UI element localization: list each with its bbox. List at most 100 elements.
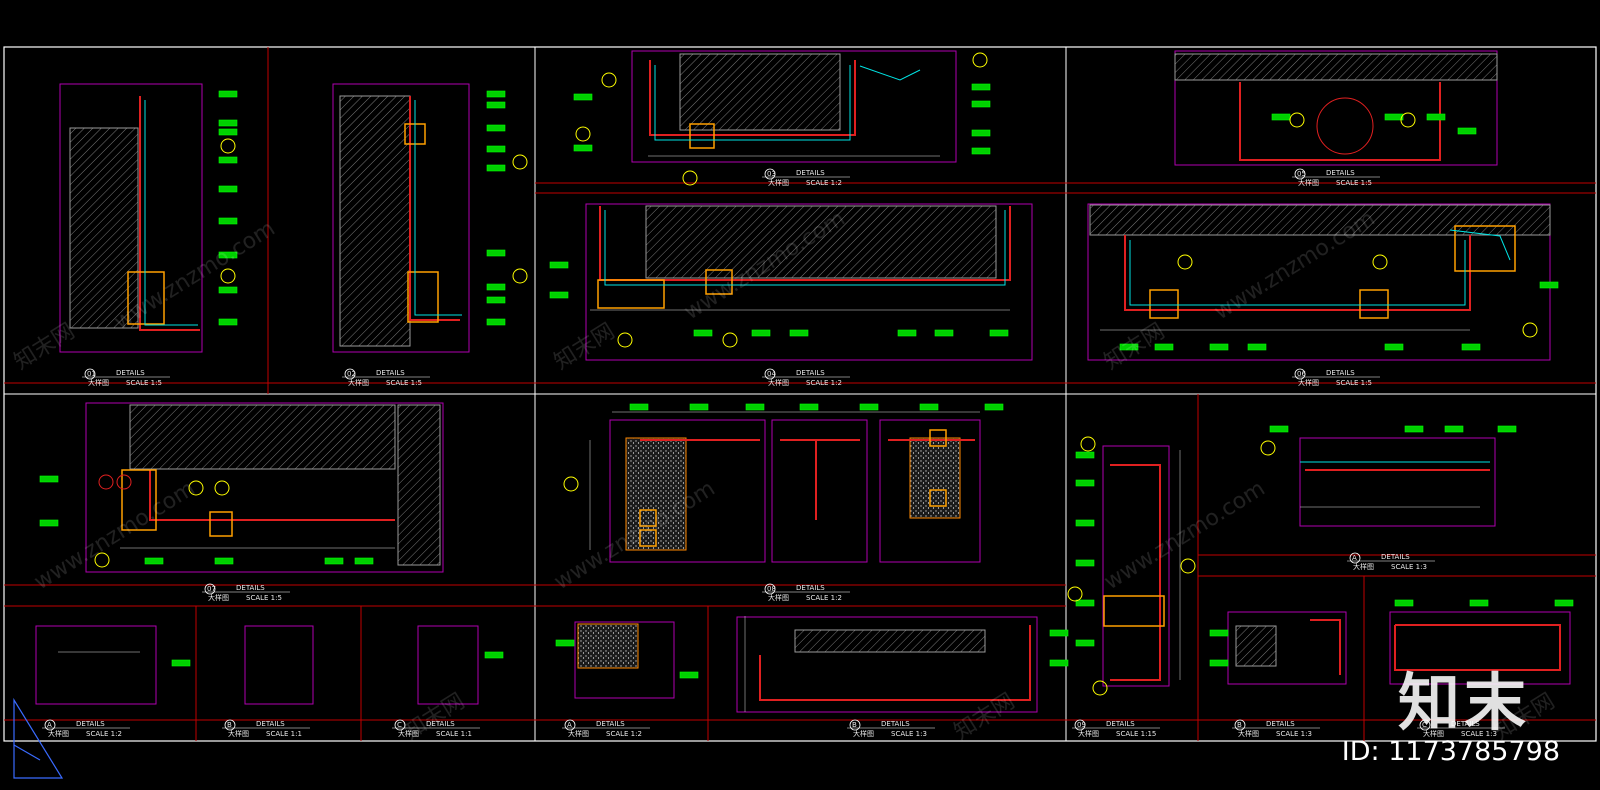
- feature-circles: [98, 97, 1374, 490]
- section-cyan: [144, 65, 1511, 463]
- section-hatching: [69, 53, 1551, 669]
- section-orange: [121, 123, 1516, 627]
- callout-symbols: [94, 52, 1538, 696]
- caption-scale: SCALE 1:5: [1336, 179, 1372, 187]
- dimension-lines: [58, 155, 1480, 712]
- watermark-cn: 知末网: [950, 689, 1019, 745]
- caption-marker: [1294, 168, 1306, 180]
- detail-frames: [35, 50, 1571, 713]
- caption-marker: [1349, 552, 1361, 564]
- caption-number: C: [397, 721, 402, 729]
- caption-scale: SCALE 1:15: [1116, 730, 1156, 738]
- asset-id-label: ID: 1173785798: [1341, 736, 1560, 767]
- caption-subtitle: 大样图: [768, 378, 789, 387]
- caption-number: 07: [207, 585, 216, 593]
- caption-number: A: [567, 721, 572, 729]
- caption-subtitle: 大样图: [348, 378, 369, 387]
- caption-subtitle: 大样图: [768, 593, 789, 602]
- caption-scale: SCALE 1:1: [436, 730, 472, 738]
- caption-marker: [764, 368, 776, 380]
- watermark: www.znzmo.com: [1100, 476, 1270, 595]
- caption-scale: SCALE 1:2: [806, 379, 842, 387]
- caption-title: DETAILS: [796, 369, 825, 377]
- caption-marker: [849, 719, 861, 731]
- section-profiles: [139, 60, 1561, 701]
- caption-number: B: [852, 721, 857, 729]
- caption-number: 02: [347, 370, 356, 378]
- caption-scale: SCALE 1:3: [1391, 563, 1427, 571]
- caption-subtitle: 大样图: [1353, 562, 1374, 571]
- caption-scale: SCALE 1:1: [266, 730, 302, 738]
- caption-scale: SCALE 1:2: [606, 730, 642, 738]
- watermark-cn: 知末网: [10, 319, 79, 375]
- caption-scale: SCALE 1:2: [806, 594, 842, 602]
- caption-subtitle: 大样图: [1298, 178, 1319, 187]
- caption-scale: SCALE 1:2: [86, 730, 122, 738]
- caption-subtitle: 大样图: [88, 378, 109, 387]
- material-tags: [39, 83, 1574, 679]
- caption-marker: [204, 583, 216, 595]
- watermark: www.znzmo.com: [30, 476, 200, 595]
- caption-title: DETAILS: [236, 584, 265, 592]
- caption-title: DETAILS: [1106, 720, 1135, 728]
- caption-marker: [1234, 719, 1246, 731]
- caption-number: 03: [767, 170, 776, 178]
- caption-number: 06: [1297, 370, 1306, 378]
- panel-caption: 03 DETAILS 大样图 SCALE 1:2: [762, 168, 850, 187]
- caption-scale: SCALE 1:3: [1276, 730, 1312, 738]
- panel-caption: 08 DETAILS 大样图 SCALE 1:2: [762, 583, 850, 602]
- caption-number: B: [227, 721, 232, 729]
- caption-subtitle: 大样图: [48, 729, 69, 738]
- caption-scale: SCALE 1:5: [246, 594, 282, 602]
- caption-title: DETAILS: [796, 169, 825, 177]
- caption-title: DETAILS: [1326, 369, 1355, 377]
- caption-title: DETAILS: [256, 720, 285, 728]
- brand-logo: 知末: [1397, 666, 1530, 739]
- caption-number: B: [1237, 721, 1242, 729]
- sheet-grid: [3, 46, 1597, 742]
- caption-marker: [344, 368, 356, 380]
- caption-number: 04: [767, 370, 776, 378]
- caption-subtitle: 大样图: [228, 729, 249, 738]
- caption-subtitle: 大样图: [768, 178, 789, 187]
- caption-subtitle: 大样图: [1423, 729, 1444, 738]
- caption-title: DETAILS: [376, 369, 405, 377]
- caption-subtitle: 大样图: [568, 729, 589, 738]
- caption-scale: SCALE 1:5: [126, 379, 162, 387]
- caption-marker: [764, 168, 776, 180]
- caption-marker: [764, 583, 776, 595]
- caption-number: 09: [1077, 721, 1086, 729]
- corner-marker: [13, 697, 64, 779]
- caption-scale: SCALE 1:5: [386, 379, 422, 387]
- caption-title: DETAILS: [1266, 720, 1295, 728]
- caption-marker: [394, 719, 406, 731]
- caption-number: 08: [767, 585, 776, 593]
- caption-number: 05: [1297, 170, 1306, 178]
- caption-subtitle: 大样图: [398, 729, 419, 738]
- caption-subtitle: 大样图: [1298, 378, 1319, 387]
- caption-marker: [1294, 368, 1306, 380]
- panel-caption: 02 DETAILS 大样图 SCALE 1:5: [342, 368, 430, 387]
- caption-title: DETAILS: [1451, 720, 1480, 728]
- caption-marker: [44, 719, 56, 731]
- caption-marker: [564, 719, 576, 731]
- caption-subtitle: 大样图: [1078, 729, 1099, 738]
- watermarks: www.znzmo.com www.znzmo.com www.znzmo.co…: [10, 206, 1559, 745]
- caption-marker: [84, 368, 96, 380]
- caption-scale: SCALE 1:2: [806, 179, 842, 187]
- caption-title: DETAILS: [881, 720, 910, 728]
- caption-title: DETAILS: [1381, 553, 1410, 561]
- caption-number: A: [1352, 554, 1357, 562]
- caption-marker: [1419, 719, 1431, 731]
- caption-title: DETAILS: [796, 584, 825, 592]
- panel-caption: B DETAILS 大样图 SCALE 1:1: [222, 719, 310, 738]
- panel-caption: A DETAILS 大样图 SCALE 1:3: [1347, 552, 1435, 571]
